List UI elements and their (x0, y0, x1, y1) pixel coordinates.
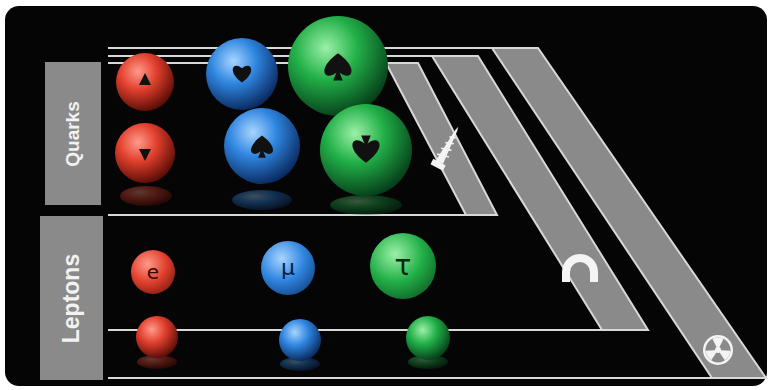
particle-symbol: μ (281, 257, 295, 279)
background (5, 6, 767, 386)
quark-spheres (115, 16, 412, 196)
category-label: Quarks (62, 101, 84, 166)
category-band: Quarks (45, 62, 101, 205)
lepton-sphere: τ (370, 233, 436, 299)
particle-symbol: e (147, 262, 159, 282)
screw-icon (430, 124, 464, 171)
category-band: Leptons (40, 216, 103, 380)
quark-symbols (139, 53, 380, 163)
category-label: Leptons (58, 253, 85, 342)
reflections (120, 186, 448, 371)
neutrino-spheres (136, 316, 450, 361)
lepton-sphere: e (131, 250, 175, 294)
lepton-sphere: μ (261, 241, 315, 295)
radiation-icon (703, 335, 733, 365)
weak-force-panel (492, 48, 766, 378)
particle-symbol: τ (395, 252, 412, 280)
magnet-icon (557, 258, 594, 284)
